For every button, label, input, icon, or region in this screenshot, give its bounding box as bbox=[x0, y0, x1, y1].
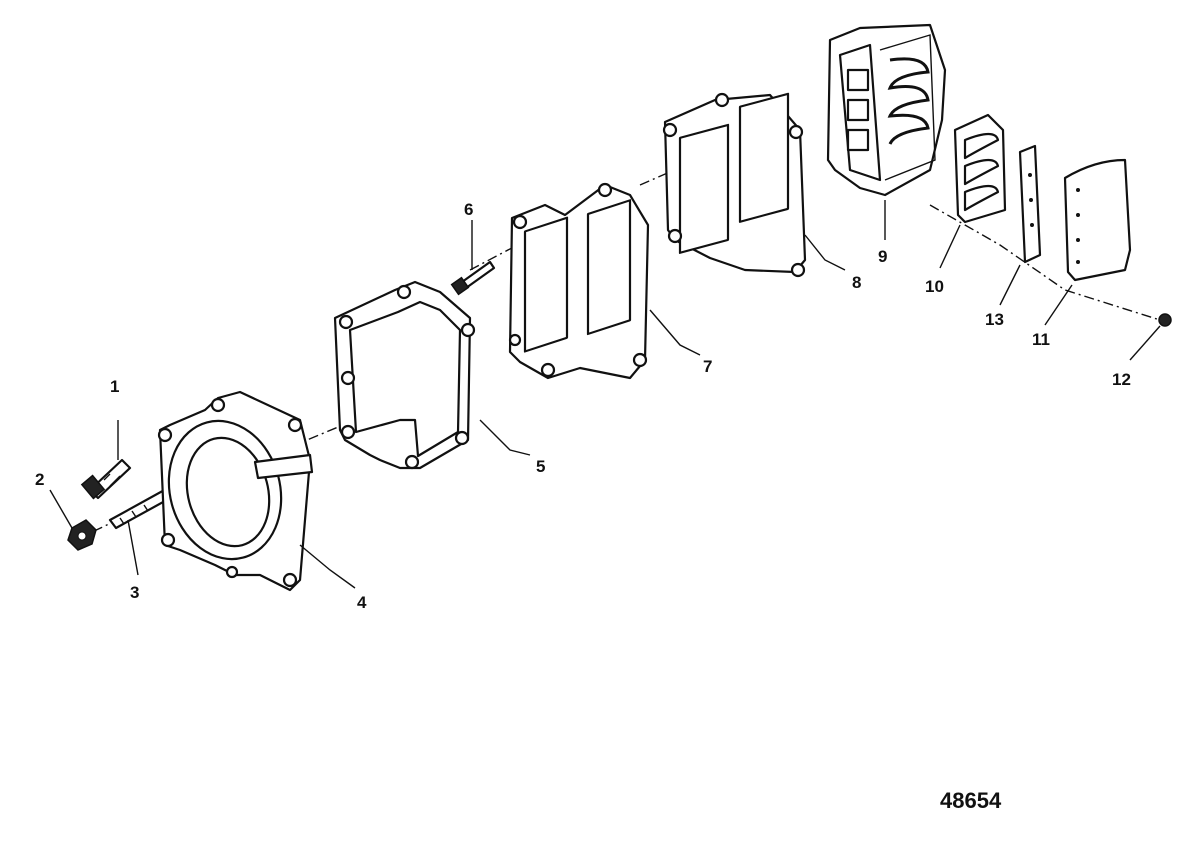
callout-6: 6 bbox=[464, 200, 473, 219]
part-11-reed-plate bbox=[1063, 158, 1132, 282]
callout-8: 8 bbox=[852, 273, 861, 292]
callout-4: 4 bbox=[357, 593, 367, 612]
callout-7: 7 bbox=[703, 357, 712, 376]
callout-9: 9 bbox=[878, 247, 887, 266]
callout-13: 13 bbox=[985, 310, 1004, 329]
part-9-reed-block bbox=[826, 23, 947, 197]
part-6-screw bbox=[450, 260, 496, 296]
part-12-screw bbox=[1158, 313, 1172, 327]
callout-12: 12 bbox=[1112, 370, 1131, 389]
part-1-bolt bbox=[80, 458, 132, 500]
part-13-reed-stop bbox=[1018, 144, 1042, 264]
callout-1: 1 bbox=[110, 377, 119, 396]
callout-3: 3 bbox=[130, 583, 139, 602]
callout-2: 2 bbox=[35, 470, 44, 489]
leader-lines bbox=[49, 200, 1161, 589]
callout-11: 11 bbox=[1032, 330, 1050, 349]
part-7-reed-plate bbox=[508, 182, 650, 380]
part-8-gasket bbox=[662, 92, 807, 278]
part-5-gasket bbox=[333, 280, 476, 470]
figure-number: 48654 bbox=[940, 788, 1002, 813]
callout-10: 10 bbox=[925, 277, 944, 296]
assembly-centerline-lower bbox=[929, 204, 1161, 321]
part-10-reed-petals bbox=[953, 113, 1007, 224]
callout-5: 5 bbox=[536, 457, 545, 476]
part-2-nut bbox=[67, 519, 97, 551]
part-4-adaptor-plate bbox=[157, 390, 314, 592]
